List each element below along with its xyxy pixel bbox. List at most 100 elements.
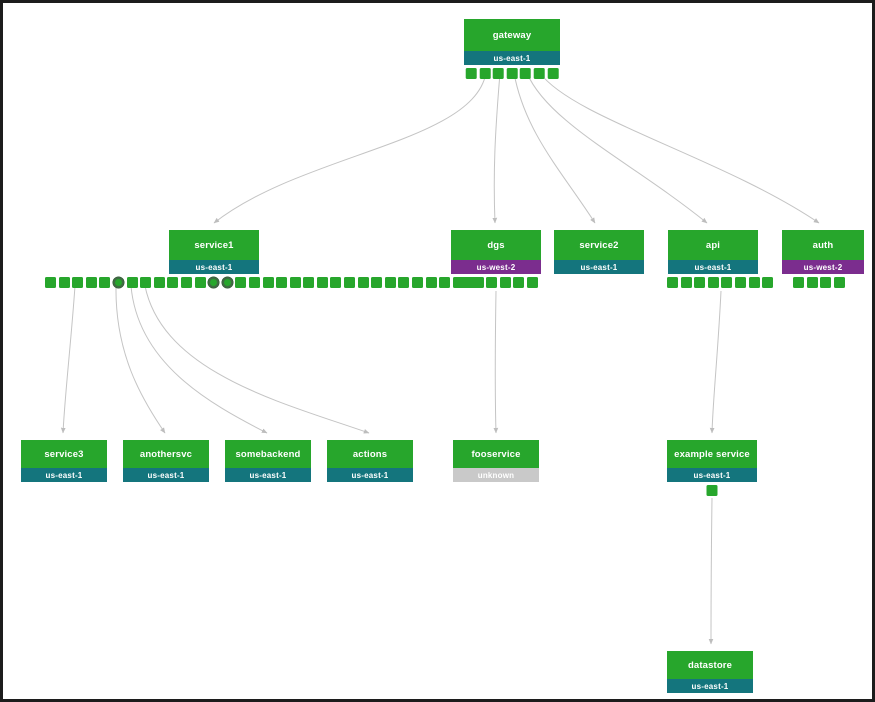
node-region-api: us-east-1 (668, 260, 758, 274)
node-title-somebackend: somebackend (225, 440, 311, 468)
instance-square[interactable] (85, 277, 97, 288)
instance-square[interactable] (547, 68, 559, 79)
node-title-service1: service1 (169, 230, 259, 260)
edge-layer (60, 72, 820, 645)
node-title-datastore: datastore (667, 651, 753, 679)
instance-square[interactable] (492, 68, 504, 79)
node-title-auth: auth (782, 230, 864, 260)
instance-square[interactable] (72, 277, 84, 288)
instance-square[interactable] (167, 277, 179, 288)
instance-square[interactable] (194, 277, 206, 288)
instance-square[interactable] (520, 68, 532, 79)
instance-square[interactable] (248, 277, 260, 288)
instance-square[interactable] (721, 277, 733, 288)
instance-square[interactable] (344, 277, 356, 288)
node-region-service2: us-east-1 (554, 260, 644, 274)
instance-square[interactable] (316, 277, 328, 288)
node-title-service3: service3 (21, 440, 107, 468)
instance-square[interactable] (793, 277, 804, 288)
instance-square[interactable] (412, 277, 424, 288)
instance-square[interactable] (439, 277, 451, 288)
instance-square[interactable] (680, 277, 692, 288)
instance-square-alert[interactable] (221, 277, 233, 288)
instance-square[interactable] (330, 277, 342, 288)
node-region-somebackend: us-east-1 (225, 468, 311, 482)
instance-square[interactable] (499, 277, 511, 288)
instance-square[interactable] (486, 277, 498, 288)
instance-square[interactable] (506, 68, 518, 79)
instance-square[interactable] (45, 277, 56, 288)
instance-square[interactable] (533, 68, 545, 79)
node-title-gateway: gateway (464, 19, 560, 51)
edges-group (60, 72, 820, 645)
instance-square[interactable] (235, 277, 247, 288)
instance-square[interactable] (452, 277, 464, 288)
instance-square[interactable] (526, 277, 538, 288)
instance-square[interactable] (734, 277, 746, 288)
instance-square[interactable] (126, 277, 138, 288)
instance-square[interactable] (303, 277, 315, 288)
instance-square[interactable] (762, 277, 774, 288)
edge-dgs-to-fooservice (493, 290, 499, 434)
instance-square[interactable] (706, 485, 718, 496)
instance-square[interactable] (140, 277, 152, 288)
instance-square[interactable] (707, 277, 719, 288)
edge-gateway-to-service1 (213, 72, 487, 224)
instance-square[interactable] (459, 277, 470, 288)
instance-square[interactable] (384, 277, 396, 288)
node-region-auth: us-west-2 (782, 260, 864, 274)
edge-service1-to-anothersvc (115, 285, 166, 434)
instance-square[interactable] (289, 277, 301, 288)
instance-square[interactable] (667, 277, 678, 288)
instance-square[interactable] (425, 277, 437, 288)
node-region-datastore: us-east-1 (667, 679, 753, 693)
instance-row-api (667, 277, 774, 288)
instance-square[interactable] (276, 277, 288, 288)
instance-square[interactable] (58, 277, 70, 288)
node-region-fooservice: unknown (453, 468, 539, 482)
instance-square[interactable] (465, 68, 477, 79)
instance-square[interactable] (371, 277, 383, 288)
instance-square[interactable] (357, 277, 369, 288)
instance-square[interactable] (820, 277, 832, 288)
instance-square[interactable] (513, 277, 525, 288)
node-title-fooservice: fooservice (453, 440, 539, 468)
instance-square[interactable] (806, 277, 818, 288)
edge-example-service-to-datastore (708, 497, 714, 645)
instance-row-dgs (459, 277, 538, 288)
instance-square[interactable] (748, 277, 760, 288)
node-region-example-service: us-east-1 (667, 468, 757, 482)
instance-square[interactable] (262, 277, 274, 288)
edge-gateway-to-dgs (492, 72, 501, 224)
instance-square[interactable] (99, 277, 111, 288)
node-region-service1: us-east-1 (169, 260, 259, 274)
node-title-dgs: dgs (451, 230, 541, 260)
instance-square[interactable] (180, 277, 192, 288)
instance-square[interactable] (694, 277, 706, 288)
instance-square[interactable] (466, 277, 478, 288)
instance-square-alert[interactable] (208, 277, 220, 288)
instance-square[interactable] (153, 277, 165, 288)
instance-square[interactable] (472, 277, 484, 288)
instance-square[interactable] (833, 277, 845, 288)
instance-row-auth (793, 277, 845, 288)
instance-square[interactable] (479, 68, 491, 79)
node-title-actions: actions (327, 440, 413, 468)
node-title-api: api (668, 230, 758, 260)
instance-square-alert[interactable] (112, 277, 124, 288)
instance-square[interactable] (398, 277, 410, 288)
